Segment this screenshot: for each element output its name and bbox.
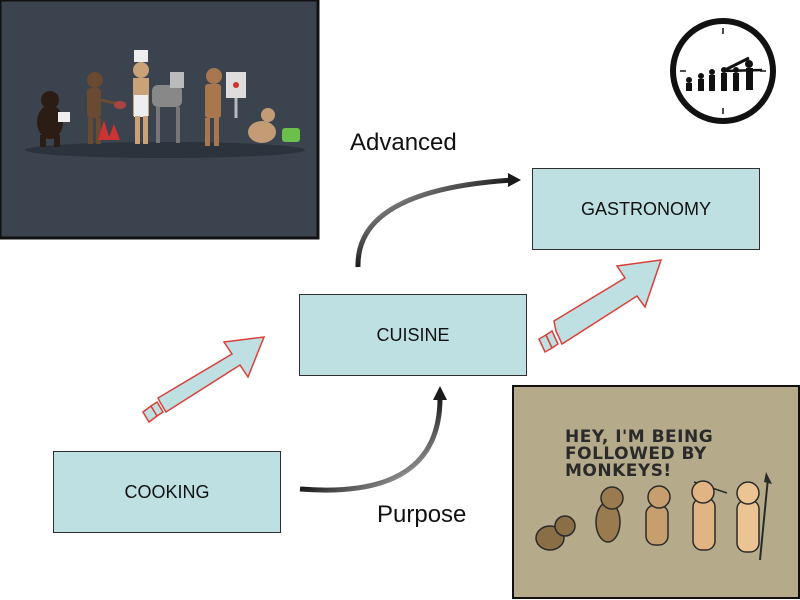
- label-advanced: Advanced: [350, 129, 457, 156]
- curved-arrow-advanced: [355, 173, 521, 268]
- comic-speech-line-1: HEY, I'M BEING: [565, 427, 713, 447]
- node-gastronomy: GASTRONOMY: [532, 168, 760, 250]
- label-purpose: Purpose: [377, 501, 467, 528]
- curved-arrow-purpose: [299, 386, 447, 493]
- node-cuisine: CUISINE: [299, 294, 527, 376]
- comic-speech-line-3: MONKEYS!: [565, 461, 672, 481]
- arrow-cuisine-to-gastronomy: [538, 259, 663, 354]
- node-cooking: COOKING: [53, 451, 281, 533]
- comic-speech-line-2: FOLLOWED BY: [565, 444, 707, 464]
- arrow-cooking-to-cuisine: [142, 336, 266, 424]
